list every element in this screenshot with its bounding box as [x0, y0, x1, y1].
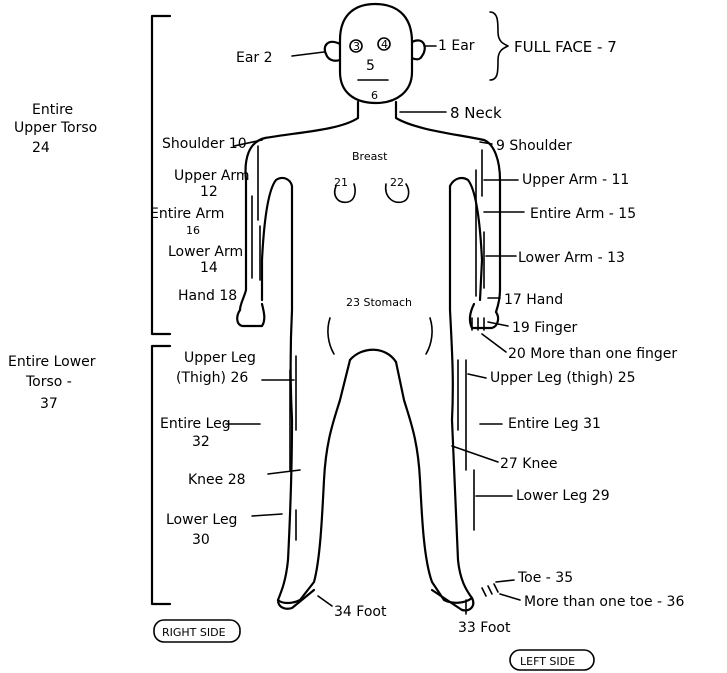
label-more-finger: 20 More than one finger	[508, 346, 677, 362]
label-lower-arm-right-2: 14	[200, 260, 218, 276]
label-breast-22: 22	[390, 176, 404, 189]
label-face-4: 4	[381, 38, 388, 51]
crotch	[350, 350, 396, 362]
label-finger: 19 Finger	[512, 320, 578, 336]
label-ear-right: Ear 2	[236, 50, 273, 66]
label-knee-right: Knee 28	[188, 472, 246, 488]
label-upper-leg-left: Upper Leg (thigh) 25	[490, 370, 636, 386]
leader-lines	[226, 46, 524, 614]
label-entire-arm-left: Entire Arm - 15	[530, 206, 636, 222]
toe-marks	[482, 584, 498, 596]
label-lower-arm-left: Lower Arm - 13	[518, 250, 625, 266]
upper-torso-bracket	[152, 16, 170, 334]
label-entire-leg-right-2: 32	[192, 434, 210, 450]
ear-left-outline	[412, 40, 425, 59]
right-side-label: RIGHT SIDE	[162, 626, 226, 639]
right-foot	[278, 590, 314, 609]
label-lower-torso-2: Torso -	[25, 374, 72, 390]
label-face-6: 6	[371, 89, 378, 102]
label-upper-leg-right-1: Upper Leg	[184, 350, 256, 366]
leader-shoulder-left	[480, 142, 492, 144]
leader-toe	[496, 580, 514, 582]
leader-knee-right	[268, 470, 300, 474]
full-face-brace	[490, 12, 508, 80]
arm-right-brackets	[252, 146, 260, 280]
label-more-toe: More than one toe - 36	[524, 594, 684, 610]
leader-more-finger	[482, 334, 506, 352]
label-shoulder-left: 9 Shoulder	[496, 138, 572, 154]
label-stomach: 23 Stomach	[346, 296, 412, 309]
leader-ear-right	[292, 52, 324, 56]
label-toe: Toe - 35	[517, 570, 573, 586]
label-lower-torso-3: 37	[40, 396, 58, 412]
label-upper-arm-left: Upper Arm - 11	[522, 172, 629, 188]
label-neck: 8 Neck	[450, 104, 502, 122]
label-upper-leg-right-2: (Thigh) 26	[176, 370, 248, 386]
label-shoulder-right: Shoulder 10	[162, 136, 247, 152]
label-ear-left: 1 Ear	[438, 38, 475, 54]
label-lower-torso-1: Entire Lower	[8, 354, 96, 370]
label-hand-right: Hand 18	[178, 288, 237, 304]
label-entire-leg-left: Entire Leg 31	[508, 416, 601, 432]
label-lower-arm-right-1: Lower Arm	[168, 244, 243, 260]
label-lower-leg-right-1: Lower Leg	[166, 512, 237, 528]
label-full-face: FULL FACE - 7	[514, 38, 617, 56]
labels: Ear 2 1 Ear FULL FACE - 7 3 4 5 6 8 Neck…	[8, 38, 684, 636]
stomach-curve-left	[426, 318, 432, 354]
label-face-5: 5	[366, 58, 375, 74]
side-badges: RIGHT SIDE LEFT SIDE	[154, 620, 594, 670]
label-upper-torso-2: Upper Torso	[14, 120, 97, 136]
label-upper-arm-right-2: 12	[200, 184, 218, 200]
stomach-curve-right	[328, 318, 334, 354]
body-left-contour	[396, 102, 500, 603]
label-upper-arm-right-1: Upper Arm	[174, 168, 250, 184]
label-breast-21: 21	[334, 176, 348, 189]
label-foot-right: 34 Foot	[334, 604, 387, 620]
left-side-label: LEFT SIDE	[520, 655, 575, 668]
label-entire-arm-right-2: 16	[186, 224, 200, 237]
label-foot-left: 33 Foot	[458, 620, 511, 636]
label-upper-torso-1: Entire	[32, 102, 73, 118]
lower-torso-bracket	[152, 346, 170, 604]
leader-foot-right	[318, 596, 332, 606]
leader-more-toe	[500, 594, 520, 600]
leg-left-brackets	[458, 360, 474, 530]
ear-right-outline	[325, 42, 340, 61]
label-knee-left: 27 Knee	[500, 456, 558, 472]
label-lower-leg-left: Lower Leg 29	[516, 488, 610, 504]
label-breast: Breast	[352, 150, 388, 163]
label-face-3: 3	[353, 40, 360, 53]
leader-knee-left	[452, 446, 498, 462]
leader-lower-leg-right	[252, 514, 282, 516]
label-hand-left: 17 Hand	[504, 292, 563, 308]
label-lower-leg-right-2: 30	[192, 532, 210, 548]
label-entire-arm-right-1: Entire Arm	[150, 206, 224, 222]
leader-upper-leg-left	[468, 374, 486, 378]
label-entire-leg-right-1: Entire Leg	[160, 416, 231, 432]
label-upper-torso-3: 24	[32, 140, 50, 156]
